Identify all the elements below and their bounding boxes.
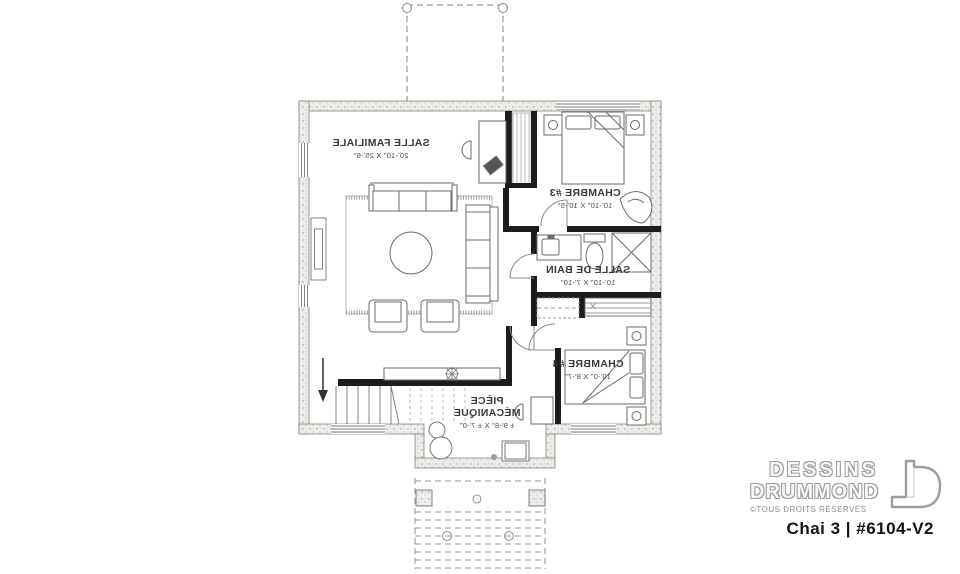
room-dims-chambre-4: 10'-0" X 8'-7" [565,372,611,381]
room-label-piece-mecanique-1: PIÈCE [470,394,503,407]
room-dims-salle-familiale: 20'-10" X 25'-6" [353,151,408,160]
room-dims-chambre-3: 10'-10" X 10'-5" [557,201,612,210]
brand-rights: ©TOUS DROITS RÉSERVÉS [750,505,867,514]
mechanical-room-equipment [428,421,530,462]
brand-name-line2: DRUMMOND [750,481,880,503]
bathroom-fixtures [536,232,652,273]
room-dims-piece-mecanique: ± 9'-8" X ± 7'-0" [459,421,514,430]
room-label-chambre-4: CHAMBRE #4 [552,358,623,370]
exterior-stairs-below [414,478,546,569]
room-label-salle-de-bain: SALLE DE BAIN [546,264,630,276]
windows [299,102,640,434]
door-swings [509,199,568,351]
bedroom3-furniture [543,111,653,224]
stairs [318,358,466,425]
family-room-furniture [345,120,507,381]
plan-number: Chai 3 | #6104-V2 [786,519,934,538]
closets [536,297,652,319]
room-labels: SALLE FAMILIALE 20'-10" X 25'-6" CHAMBRE… [332,137,630,430]
brand-name-line1: DESSINS [769,459,878,481]
bedroom4-furniture [514,326,647,426]
drummond-d-icon [890,459,942,509]
brand-logo-text: DESSINS DRUMMOND ©TOUS DROITS RÉSERVÉS [750,459,878,514]
interior-walls [338,111,661,424]
brand-logo: DESSINS DRUMMOND ©TOUS DROITS RÉSERVÉS [750,459,942,514]
room-label-chambre-3: CHAMBRE #3 [549,187,620,199]
room-dims-salle-de-bain: 10'-10" X 7'-10" [560,278,615,287]
room-label-salle-familiale: SALLE FAMILIALE [332,137,429,149]
room-label-piece-mecanique-2: MÉCANIQUE [454,406,521,419]
deck-outline-above [401,2,509,101]
